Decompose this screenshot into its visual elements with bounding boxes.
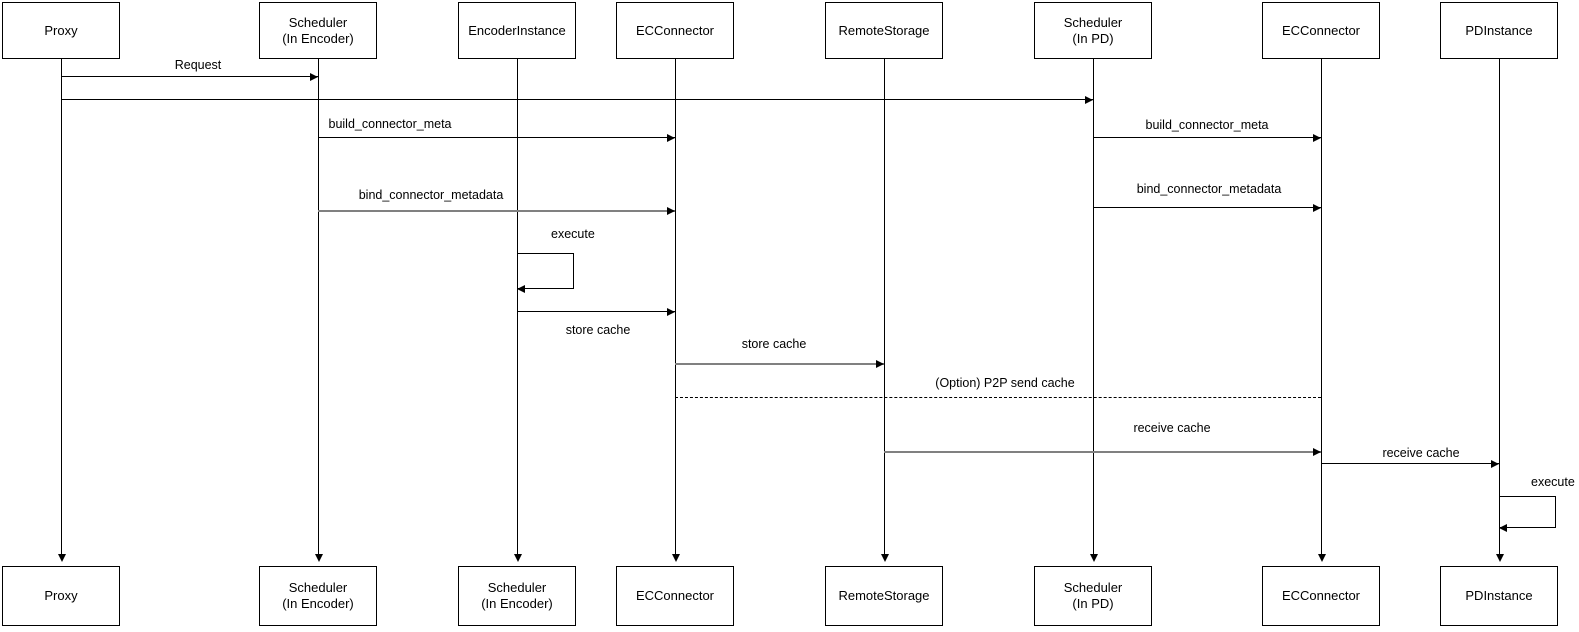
lifeline-remote_storage <box>884 59 885 554</box>
lifeline-end-arrow-encoder_inst <box>514 554 522 562</box>
message-arrowhead-m11 <box>1491 460 1499 468</box>
participant-box-top-ec_connector_l[interactable]: ECConnector <box>616 2 734 59</box>
self-message-arrowhead-s2 <box>1499 524 1507 532</box>
message-arrowhead-m4 <box>1313 134 1321 142</box>
lifeline-end-arrow-pd_instance <box>1496 554 1504 562</box>
self-message-loop-s2 <box>1499 496 1556 528</box>
lifeline-ec_connector_l <box>675 59 676 554</box>
message-label-m7: store cache <box>565 323 631 337</box>
lifeline-end-arrow-proxy <box>58 554 66 562</box>
message-label-m11: receive cache <box>1382 446 1460 460</box>
message-label-m4: build_connector_meta <box>1145 118 1269 132</box>
message-line-m6 <box>1093 207 1321 208</box>
message-line-m3 <box>318 137 675 138</box>
lifeline-sched_pd <box>1093 59 1094 554</box>
lifeline-end-arrow-sched_pd <box>1090 554 1098 562</box>
participant-box-top-ec_connector_r[interactable]: ECConnector <box>1262 2 1380 59</box>
self-message-loop-s1 <box>517 253 574 289</box>
message-line-m5 <box>318 210 675 212</box>
message-arrowhead-m6 <box>1313 204 1321 212</box>
lifeline-encoder_inst <box>517 59 518 554</box>
message-arrowhead-m1 <box>310 73 318 81</box>
self-message-label-s2: execute <box>1531 475 1575 489</box>
participant-box-top-proxy[interactable]: Proxy <box>2 2 120 59</box>
participant-box-bottom-ec_connector_r[interactable]: ECConnector <box>1262 566 1380 626</box>
self-message-arrowhead-s1 <box>517 285 525 293</box>
message-arrowhead-m10 <box>1313 448 1321 456</box>
message-arrowhead-m8 <box>876 360 884 368</box>
message-label-m8: store cache <box>741 337 807 351</box>
participant-box-bottom-encoder_inst[interactable]: Scheduler (In Encoder) <box>458 566 576 626</box>
self-message-label-s1: execute <box>551 227 595 241</box>
lifeline-ec_connector_r <box>1321 59 1322 554</box>
message-label-m5: bind_connector_metadata <box>358 188 504 202</box>
participant-box-top-remote_storage[interactable]: RemoteStorage <box>825 2 943 59</box>
lifeline-end-arrow-sched_enc <box>315 554 323 562</box>
participant-box-top-sched_enc[interactable]: Scheduler (In Encoder) <box>259 2 377 59</box>
lifeline-end-arrow-remote_storage <box>881 554 889 562</box>
message-line-m10 <box>884 451 1321 453</box>
participant-box-top-sched_pd[interactable]: Scheduler (In PD) <box>1034 2 1152 59</box>
message-line-m8 <box>675 363 884 365</box>
lifeline-end-arrow-ec_connector_r <box>1318 554 1326 562</box>
lifeline-end-arrow-ec_connector_l <box>672 554 680 562</box>
message-label-m10: receive cache <box>1133 421 1211 435</box>
participant-box-top-encoder_inst[interactable]: EncoderInstance <box>458 2 576 59</box>
participant-box-bottom-sched_pd[interactable]: Scheduler (In PD) <box>1034 566 1152 626</box>
participant-box-bottom-ec_connector_l[interactable]: ECConnector <box>616 566 734 626</box>
participant-box-bottom-pd_instance[interactable]: PDInstance <box>1440 566 1558 626</box>
lifeline-sched_enc <box>318 59 319 554</box>
participant-box-bottom-proxy[interactable]: Proxy <box>2 566 120 626</box>
participant-box-bottom-remote_storage[interactable]: RemoteStorage <box>825 566 943 626</box>
message-label-m6: bind_connector_metadata <box>1136 182 1282 196</box>
lifeline-proxy <box>61 59 62 554</box>
lifeline-pd_instance <box>1499 59 1500 554</box>
participant-box-top-pd_instance[interactable]: PDInstance <box>1440 2 1558 59</box>
participant-box-bottom-sched_enc[interactable]: Scheduler (In Encoder) <box>259 566 377 626</box>
message-arrowhead-m5 <box>667 207 675 215</box>
message-label-m1: Request <box>174 58 222 72</box>
message-line-m7 <box>517 311 675 312</box>
message-label-m9: (Option) P2P send cache <box>935 376 1075 390</box>
message-line-m4 <box>1093 137 1321 138</box>
message-line-m11 <box>1321 463 1499 464</box>
message-line-m1 <box>61 76 318 77</box>
message-label-m3: build_connector_meta <box>328 117 452 131</box>
message-arrowhead-m3 <box>667 134 675 142</box>
message-line-m9 <box>675 397 1321 398</box>
message-arrowhead-m7 <box>667 308 675 316</box>
message-line-m2 <box>61 99 1093 100</box>
message-arrowhead-m2 <box>1085 96 1093 104</box>
